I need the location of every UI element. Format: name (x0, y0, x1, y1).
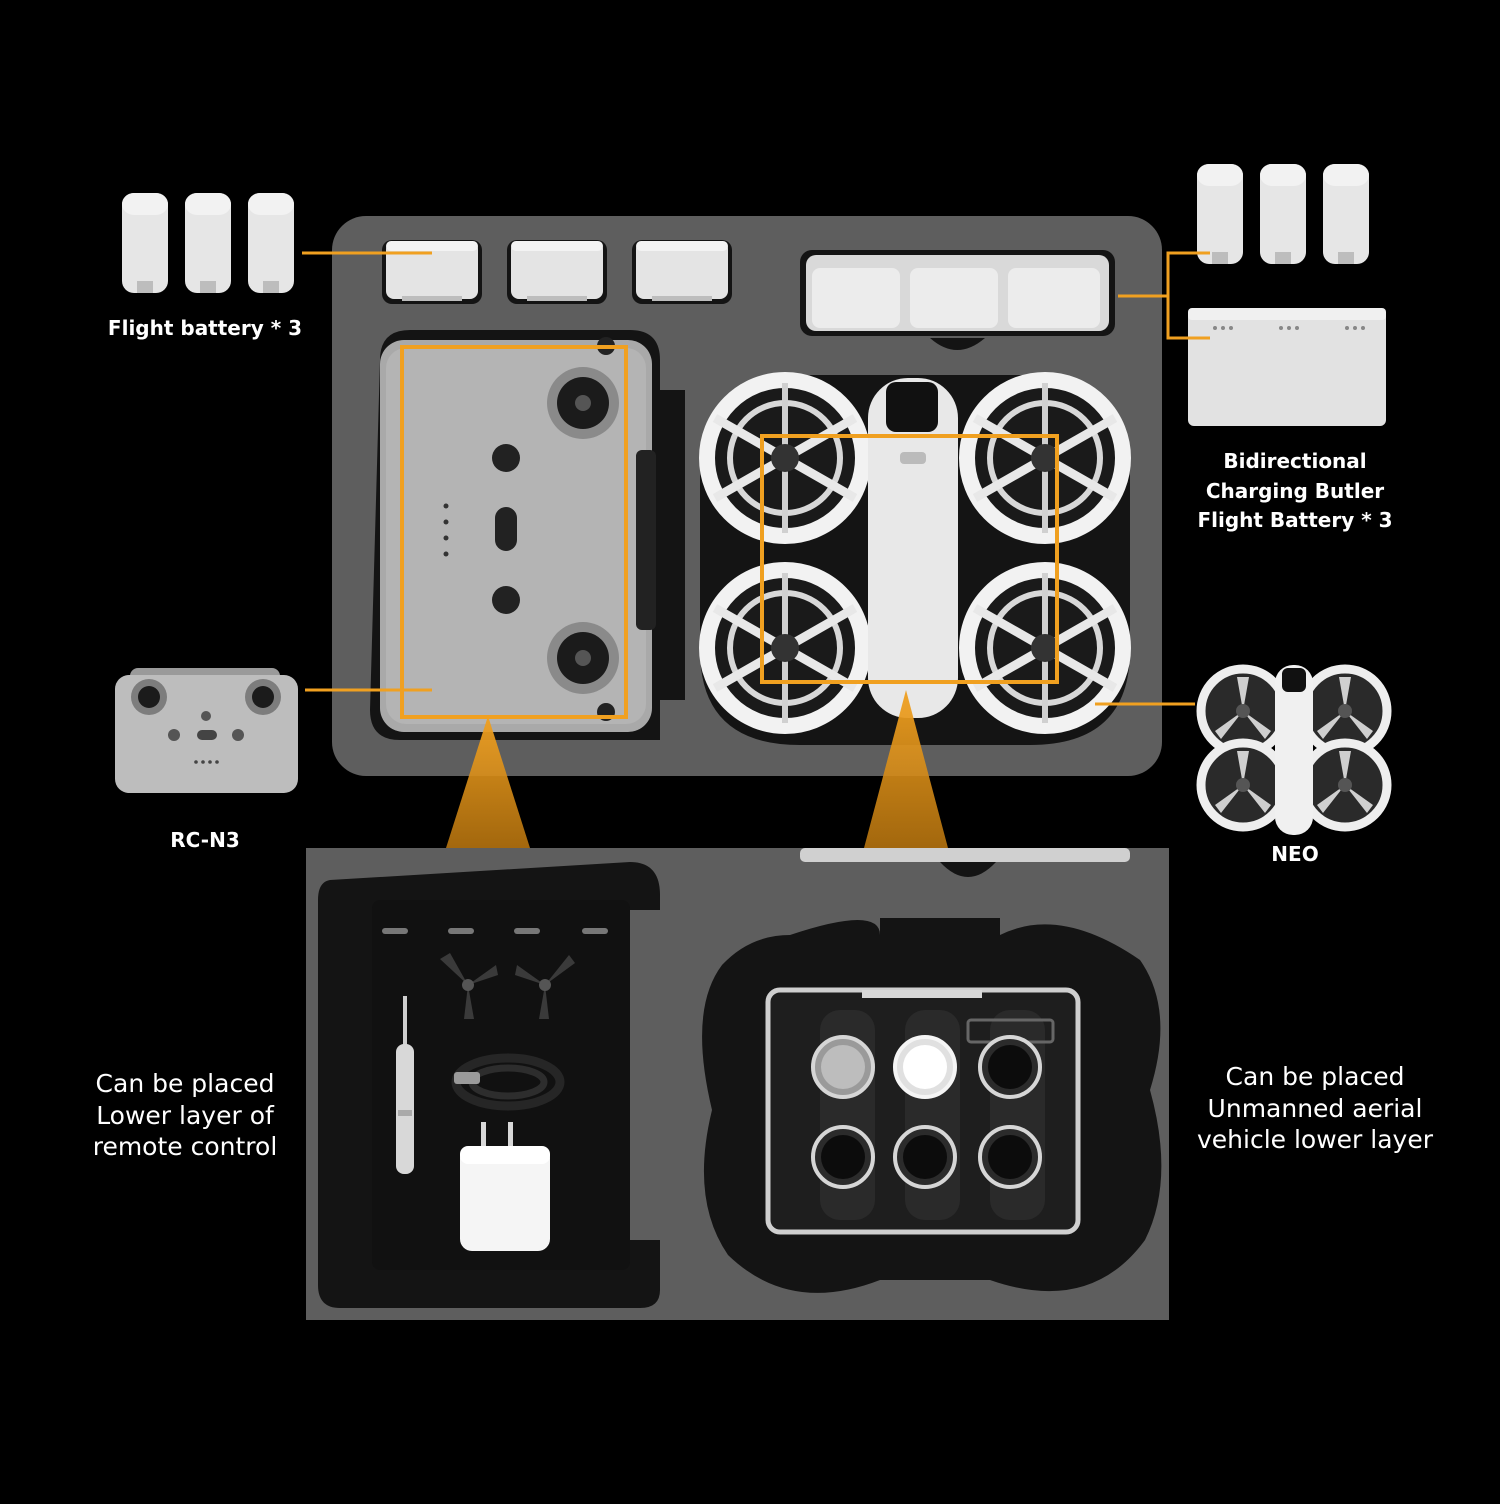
tray-drone (700, 375, 1130, 745)
power-adapter-icon (460, 1122, 550, 1251)
nd-filter-icon (811, 1035, 875, 1099)
tray-battery (632, 240, 732, 304)
nd-filter-icon (978, 1125, 1042, 1189)
filter-compartment (702, 918, 1162, 1293)
tray-battery (382, 240, 482, 304)
battery-icon (1197, 164, 1243, 264)
remote-controller-icon (115, 668, 298, 793)
accessories-compartment (318, 862, 660, 1308)
battery-icon (1323, 164, 1369, 264)
nd-filter-icon (893, 1125, 957, 1189)
remote-highlight-frame (400, 345, 628, 719)
tray-battery (507, 240, 607, 304)
nd-filter-icon (978, 1035, 1042, 1099)
nd-filter-icon (811, 1125, 875, 1189)
battery-icon (1260, 164, 1306, 264)
drone-model-label: NEO (1271, 842, 1319, 866)
lower-remote-label: Can be placed Lower layer of remote cont… (92, 1069, 278, 1161)
nd-filter-icon (893, 1035, 957, 1099)
usb-cable-icon (451, 1053, 565, 1111)
screwdriver-icon (396, 996, 414, 1174)
battery-icon (248, 193, 294, 293)
battery-icon (185, 193, 231, 293)
lower-drone-label: Can be placed Unmanned aerial vehicle lo… (1197, 1062, 1433, 1154)
drone-icon (1201, 665, 1387, 835)
battery-icon (122, 193, 168, 293)
tray-remote-controller (370, 330, 685, 740)
drone-projection-beam (864, 690, 948, 848)
tray-charging-hub (800, 250, 1115, 350)
remote-model-label: RC-N3 (170, 828, 240, 852)
flight-battery-label: Flight battery * 3 (107, 316, 303, 340)
charging-butler-label: Bidirectional Charging Butler Flight Bat… (1197, 449, 1393, 532)
remote-projection-beam (446, 716, 530, 848)
propeller-icon (440, 953, 498, 1019)
propeller-icon (515, 955, 575, 1019)
charging-hub-icon (1188, 308, 1386, 426)
drone-highlight-frame (760, 434, 1059, 684)
